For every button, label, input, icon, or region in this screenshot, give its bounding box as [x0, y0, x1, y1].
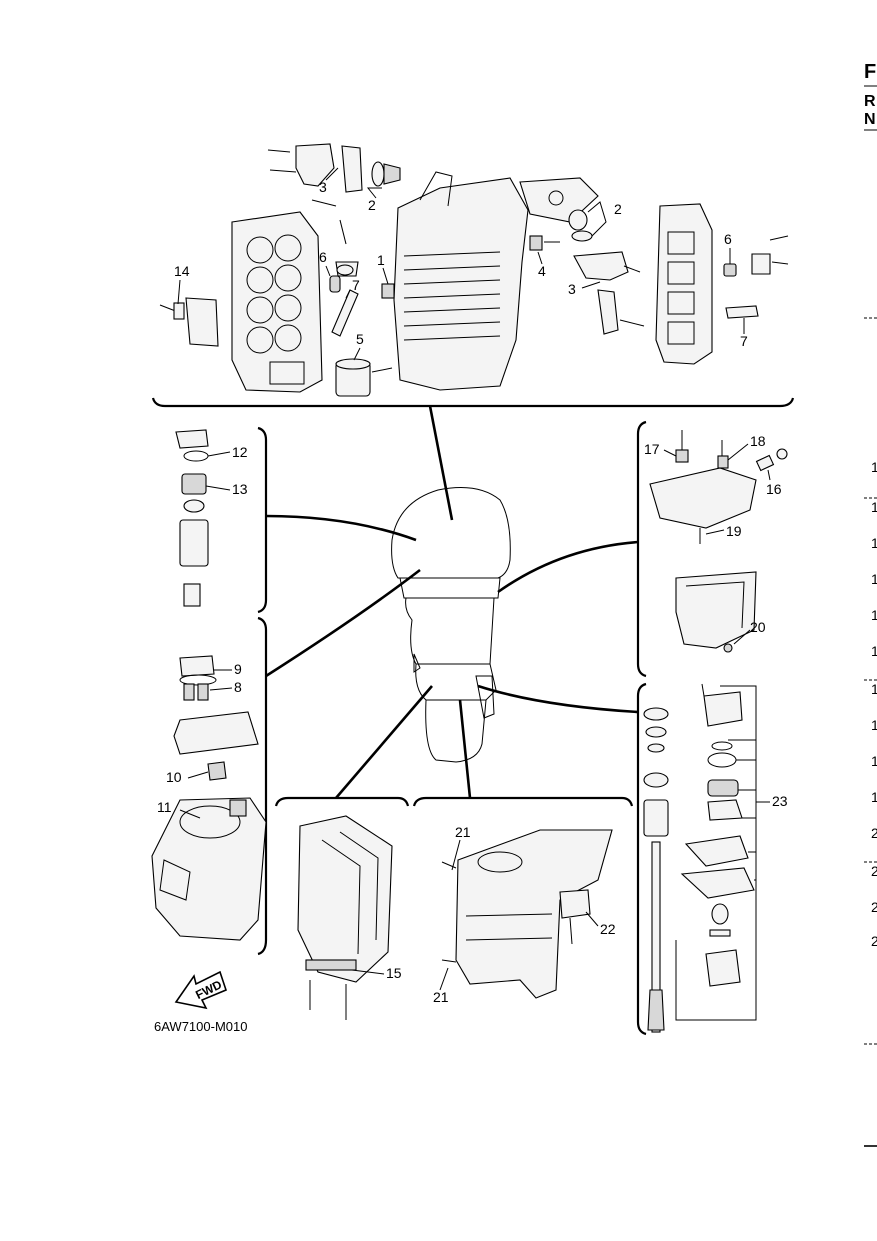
callout-23-bracket	[675, 685, 757, 1021]
svg-text:1: 1	[871, 681, 877, 697]
callout-20: 20	[750, 619, 766, 635]
callout-6-left: 6	[319, 249, 327, 265]
cylinder-head-left	[231, 211, 323, 393]
fuel-filter-connector	[265, 514, 417, 542]
callout-15: 15	[386, 965, 402, 981]
lower-case-brace	[412, 796, 634, 807]
callout-19: 19	[726, 523, 742, 539]
oil-pan-connector	[497, 540, 639, 594]
svg-text:N: N	[864, 111, 876, 128]
svg-text:1: 1	[871, 753, 877, 769]
oil-pan	[675, 571, 757, 653]
fuel-filter-assembly	[175, 429, 209, 607]
right-edge-fragment: F R N 1 1 1 1 1 1 1 1 1 1 2 2 2 2	[864, 61, 877, 1147]
svg-text:2: 2	[871, 863, 877, 879]
fwd-arrow-icon: FWD	[174, 970, 227, 1010]
callout-2-right: 2	[614, 201, 622, 217]
svg-text:1: 1	[871, 717, 877, 733]
water-pump-brace	[636, 682, 647, 1036]
top-section-brace	[151, 397, 795, 408]
callout-11: 11	[157, 799, 172, 815]
callout-3-left: 3	[319, 179, 327, 195]
fuel-filter-brace	[257, 426, 268, 614]
svg-text:2: 2	[871, 825, 877, 841]
callout-7-left: 7	[352, 277, 360, 293]
part-7-spark-plug-right	[725, 305, 759, 319]
svg-text:1: 1	[871, 607, 877, 623]
driveshaft-stack	[643, 707, 669, 1033]
callout-6-right: 6	[724, 231, 732, 247]
callout-5: 5	[356, 331, 364, 347]
callout-14: 14	[174, 263, 190, 279]
callout-18: 18	[750, 433, 766, 449]
oil-pan-upper-assembly	[649, 430, 788, 544]
top-brace-connector	[428, 405, 454, 521]
part-1-sensor	[381, 283, 395, 299]
part-7-spark-plug-left	[331, 289, 359, 337]
svg-text:1: 1	[871, 571, 877, 587]
callout-3-right: 3	[568, 281, 576, 297]
callout-16: 16	[766, 481, 782, 497]
callout-7-right: 7	[740, 333, 748, 349]
callout-1: 1	[377, 252, 385, 268]
part-2-thermostat-right	[568, 209, 593, 242]
lower-casing	[441, 829, 613, 999]
water-pump-connector	[477, 684, 639, 714]
callout-17: 17	[644, 441, 660, 457]
callout-21-top: 21	[455, 824, 471, 840]
svg-text:1: 1	[871, 459, 877, 475]
callout-8: 8	[234, 679, 242, 695]
part-6-plug-cap-left	[329, 275, 341, 293]
outboard-motor-silhouette	[391, 487, 511, 763]
part-5-oil-filter	[335, 358, 393, 397]
svg-text:F: F	[864, 61, 876, 83]
callout-2-left: 2	[368, 197, 376, 213]
part-3-thermostat-cover-left	[267, 143, 337, 207]
part-6-plug-cap-right	[723, 263, 737, 277]
top-right-bolt-bracket	[751, 235, 789, 275]
callout-12: 12	[232, 444, 248, 460]
callout-23: 23	[772, 793, 788, 809]
oil-pan-brace	[636, 420, 647, 678]
callout-10: 10	[166, 769, 182, 785]
water-pump-assembly	[680, 683, 755, 987]
lower-case-connector	[458, 699, 472, 799]
exhaust-brace	[257, 616, 268, 956]
callout-4: 4	[538, 263, 546, 279]
callout-9: 9	[234, 661, 242, 677]
diagram-code: 6AW7100-M010	[154, 1019, 247, 1034]
bracket-connector	[335, 685, 433, 799]
svg-text:2: 2	[871, 899, 877, 915]
callout-13: 13	[232, 481, 248, 497]
svg-text:2: 2	[871, 933, 877, 949]
callout-21-bottom: 21	[433, 989, 449, 1005]
svg-text:1: 1	[871, 499, 877, 515]
callout-22: 22	[600, 921, 616, 937]
exhaust-connector	[265, 568, 421, 678]
cylinder-head-right	[655, 203, 713, 365]
svg-text:R: R	[864, 93, 876, 110]
engine-block	[393, 171, 529, 391]
part-4-sender	[529, 235, 560, 251]
svg-text:1: 1	[871, 643, 877, 659]
part-3-thermostat-cover-right	[573, 251, 645, 335]
exhaust-guide	[151, 797, 267, 941]
swivel-bracket	[297, 815, 393, 1020]
part-14-sensor-bracket	[159, 297, 219, 347]
small-bracket-center	[335, 219, 359, 277]
fuel-pump-assembly	[173, 655, 259, 781]
svg-text:1: 1	[871, 535, 877, 551]
svg-text:1: 1	[871, 789, 877, 805]
part-2-thermostat-left	[341, 145, 401, 193]
bracket-brace	[274, 796, 410, 807]
